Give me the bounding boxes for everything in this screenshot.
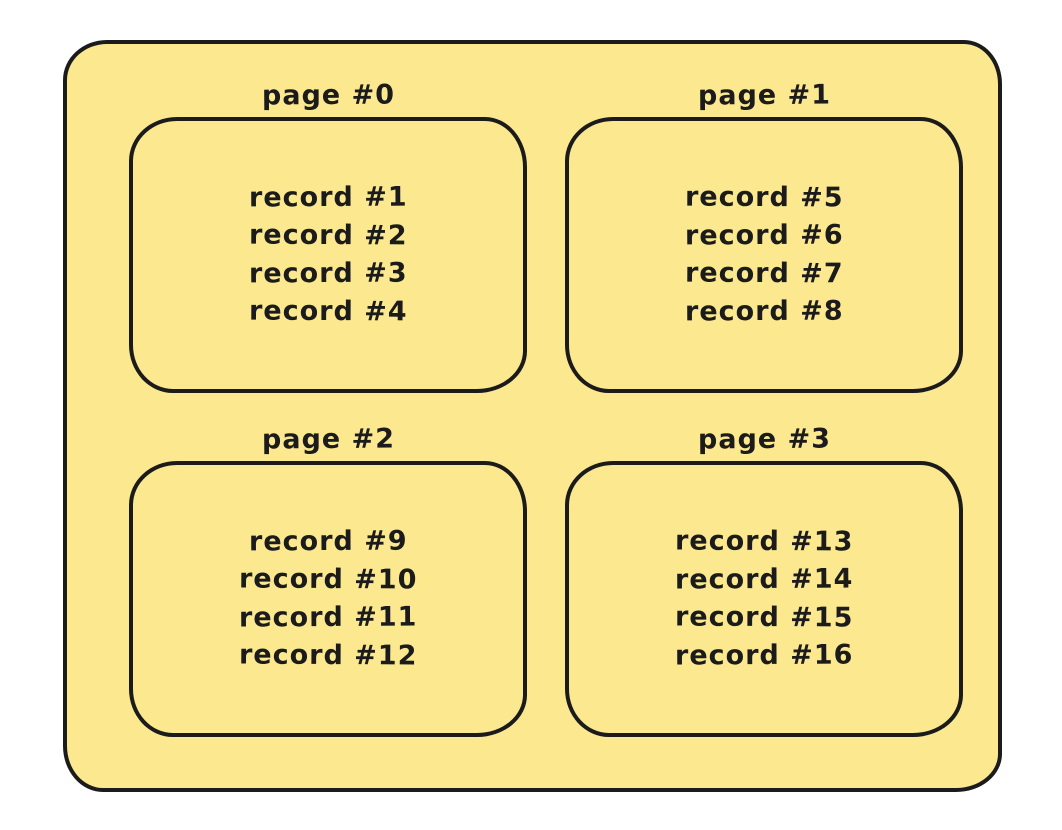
record-item: record #12 — [238, 639, 418, 672]
page-0-title: page #0 — [261, 79, 395, 112]
record-item: record #6 — [684, 219, 844, 252]
record-item: record #2 — [248, 219, 408, 252]
record-item: record #16 — [674, 639, 854, 672]
page-2-title: page #2 — [261, 423, 395, 456]
record-item: record #9 — [248, 525, 408, 558]
page-group-0: page #0 record #1 record #2 record #3 re… — [129, 80, 527, 393]
page-0-box: record #1 record #2 record #3 record #4 — [129, 117, 527, 393]
record-item: record #11 — [238, 601, 418, 634]
record-item: record #5 — [684, 181, 844, 214]
page-3-box: record #13 record #14 record #15 record … — [565, 461, 963, 737]
page-1-title: page #1 — [697, 79, 831, 112]
record-item: record #14 — [674, 563, 854, 596]
record-item: record #7 — [684, 257, 844, 290]
page-1-box: record #5 record #6 record #7 record #8 — [565, 117, 963, 393]
record-item: record #15 — [674, 601, 854, 634]
record-item: record #10 — [238, 563, 418, 596]
page-group-3: page #3 record #13 record #14 record #15… — [565, 424, 963, 737]
page-group-2: page #2 record #9 record #10 record #11 … — [129, 424, 527, 737]
record-item: record #8 — [684, 295, 844, 328]
record-item: record #1 — [248, 181, 408, 214]
page-2-box: record #9 record #10 record #11 record #… — [129, 461, 527, 737]
record-item: record #13 — [674, 525, 854, 558]
record-item: record #4 — [248, 295, 408, 328]
record-item: record #3 — [248, 257, 408, 290]
page-3-title: page #3 — [697, 423, 831, 456]
page-group-1: page #1 record #5 record #6 record #7 re… — [565, 80, 963, 393]
storage-container-box: page #0 record #1 record #2 record #3 re… — [63, 40, 1002, 792]
